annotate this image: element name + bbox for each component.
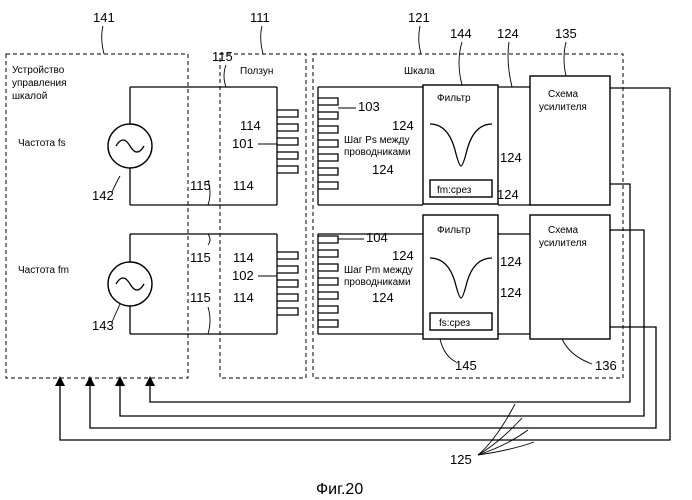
src-top-ref: 142: [92, 188, 114, 203]
src-bottom-ref: 143: [92, 318, 114, 333]
filter-top-ref: 144: [450, 26, 472, 41]
controller-title-line1: Устройство: [12, 65, 65, 76]
coil-101: 101: [232, 136, 254, 151]
slider-block: [220, 54, 306, 378]
slider-title: Ползун: [240, 66, 273, 77]
scale-title: Шкала: [404, 66, 435, 77]
freq-fm-label: Частота fm: [18, 265, 69, 276]
arrow-in-2-icon: [85, 376, 95, 386]
wire-114-a: 114: [240, 118, 261, 133]
controller-ref-leader: [102, 26, 104, 54]
wire-115-top: 115: [212, 49, 233, 64]
coil-104: 104: [366, 230, 388, 245]
amp-top-ref-leader: [564, 42, 566, 76]
signal-ref: 125: [450, 452, 472, 467]
wire-124-c: 124: [500, 150, 522, 165]
pitch-ps-line2: проводниками: [344, 147, 411, 158]
filter-bottom-ref-leader: [440, 339, 456, 362]
wire-124-top-leader: [508, 42, 512, 87]
filter-bottom-label: Фильтр: [437, 225, 471, 236]
controller-title-line2: управления: [12, 78, 67, 89]
filter-bottom-cut: fs:срез: [439, 318, 470, 329]
figure-caption: Фиг.20: [316, 481, 363, 498]
src-top-ref-leader: [112, 176, 120, 192]
wire-124-d: 124: [497, 187, 519, 202]
controller-ref: 141: [93, 10, 115, 25]
signal-ref-leader-1: [478, 404, 515, 455]
controller-title-line3: шкалой: [12, 91, 47, 102]
scale-ref: 121: [408, 10, 430, 25]
wire-124-g: 124: [500, 254, 522, 269]
wire-124-h: 124: [500, 285, 522, 300]
wire-124-e: 124: [392, 248, 414, 263]
wire-124-b: 124: [372, 162, 394, 177]
wire-114-b: 114: [233, 178, 254, 193]
src-bottom-ref-leader: [112, 304, 120, 322]
slider-ref-leader: [261, 26, 263, 54]
amp-bottom-ref: 136: [595, 358, 617, 373]
wire-115-top-leader: [224, 65, 226, 87]
amp-bottom-ref-leader: [562, 339, 592, 364]
amp-top-title2: усилителя: [539, 102, 587, 113]
wire-115-c-leader: [208, 234, 210, 245]
amp-top-title1: Схема: [548, 89, 579, 100]
pitch-pm-line2: проводниками: [344, 277, 411, 288]
wire-124-f: 124: [372, 290, 394, 305]
wire-114-c: 114: [233, 250, 254, 265]
wire-114-d: 114: [233, 290, 254, 305]
amp-top-ref: 135: [555, 26, 577, 41]
top-scale-coil: [318, 98, 338, 189]
filter-top-ref-leader: [459, 42, 462, 85]
filter-top-label: Фильтр: [437, 93, 471, 104]
slider-ref: 111: [250, 10, 270, 25]
wire-124-a: 124: [392, 118, 414, 133]
pitch-ps-line1: Шаг Ps между: [344, 135, 409, 146]
bottom-scale-coil: [318, 236, 338, 327]
freq-fs-label: Частота fs: [18, 138, 66, 149]
amp-bottom-title2: усилителя: [539, 238, 587, 249]
scale-ref-leader: [419, 26, 421, 54]
wire-115-d: 115: [190, 290, 211, 305]
filter-top-cut: fm:срез: [437, 185, 472, 196]
pitch-pm-line1: Шаг Pm между: [344, 265, 413, 276]
bottom-slider-coil: [277, 252, 298, 315]
filter-bottom-ref: 145: [455, 358, 477, 373]
wire-115-d-leader: [208, 307, 210, 334]
coil-102: 102: [232, 268, 254, 283]
top-slider-coil: [277, 110, 298, 173]
wire-124-top: 124: [497, 26, 519, 41]
signal-ref-leader-3: [478, 430, 528, 455]
amp-bottom-title1: Схема: [548, 225, 579, 236]
coil-103: 103: [358, 99, 380, 114]
wire-115-c: 115: [190, 250, 211, 265]
